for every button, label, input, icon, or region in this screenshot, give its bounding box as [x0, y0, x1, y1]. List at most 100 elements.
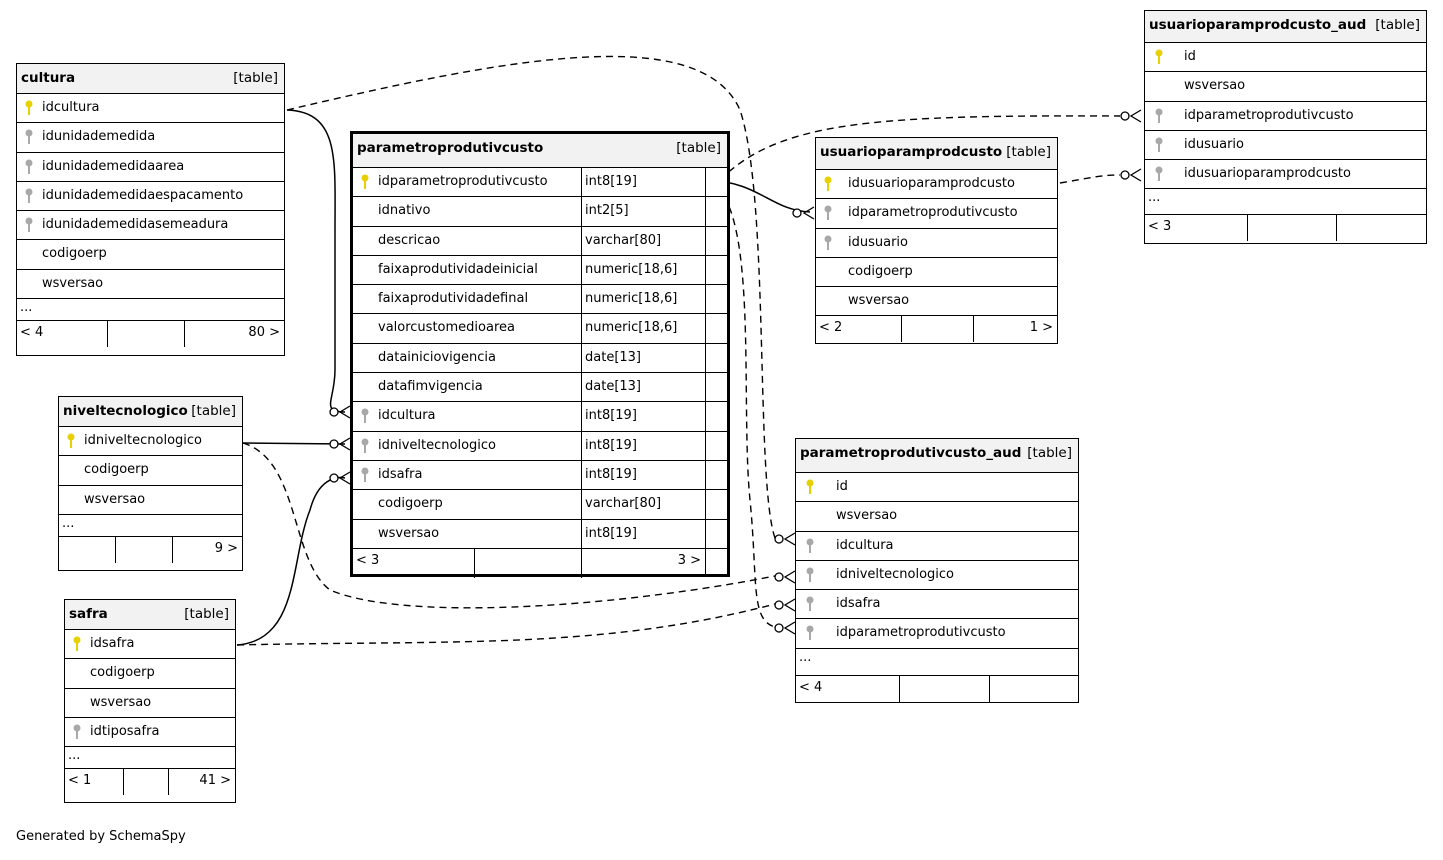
column-name: wsversao — [42, 275, 104, 291]
parent-count[interactable]: < 4 — [20, 325, 44, 341]
primary-key-icon — [806, 479, 814, 494]
column-row[interactable]: wsversao — [1145, 72, 1426, 102]
table-footer: < 2 1 > — [816, 316, 1057, 343]
column-row[interactable]: codigoerp — [59, 456, 242, 486]
column-row[interactable]: idsafra — [796, 590, 1078, 620]
crowfoot-marker — [1129, 109, 1142, 123]
column-row[interactable]: wsversao — [59, 486, 242, 515]
divider — [973, 316, 974, 343]
parent-count[interactable]: < 3 — [356, 552, 380, 568]
table-parametroprodutivcusto[interactable]: parametroprodutivcusto [table] idparamet… — [350, 131, 730, 578]
column-row[interactable]: wsversao — [816, 287, 1057, 317]
column-row[interactable]: wsversao — [17, 270, 284, 300]
column-row[interactable]: codigoerp — [65, 659, 235, 689]
column-row[interactable]: idcultura — [17, 94, 284, 124]
primary-key-icon — [73, 636, 81, 651]
optional-marker — [774, 600, 784, 610]
divider — [581, 197, 582, 226]
column-row[interactable]: idparametroprodutivcusto — [796, 619, 1078, 649]
table-type: [table] — [233, 70, 278, 86]
child-count[interactable]: 3 > — [677, 552, 701, 568]
more-columns[interactable]: ... — [65, 747, 235, 770]
column-row[interactable]: codigoerp — [17, 240, 284, 270]
column-name: idusuarioparamprodcusto — [848, 176, 1015, 191]
column-name: idnativo — [378, 203, 431, 219]
foreign-key-icon — [824, 235, 832, 250]
table-niveltecnologico[interactable]: niveltecnologico [table] idniveltecnolog… — [58, 396, 243, 571]
column-row[interactable]: idunidademedidaespacamento — [17, 182, 284, 212]
column-row[interactable]: idsafra — [65, 630, 235, 660]
column-row[interactable]: idniveltecnologico — [796, 561, 1078, 591]
parent-count[interactable]: < 3 — [1148, 219, 1172, 235]
column-row[interactable]: id — [796, 473, 1078, 503]
table-usuarioparamprodcusto-aud[interactable]: usuarioparamprodcusto_aud [table] id wsv… — [1144, 10, 1427, 244]
column-row[interactable]: idunidademedidaarea — [17, 153, 284, 182]
more-columns[interactable]: ... — [796, 649, 1078, 676]
column-row[interactable]: id — [1145, 43, 1426, 73]
more-columns[interactable]: ... — [1145, 189, 1426, 216]
table-safra[interactable]: safra [table] idsafra codigoerp wsversao… — [64, 599, 236, 803]
table-name: niveltecnologico — [63, 403, 188, 419]
column-row[interactable]: idparametroprodutivcusto — [816, 199, 1057, 229]
column-row[interactable]: idunidademedidasemeadura — [17, 211, 284, 241]
foreign-key-icon — [806, 596, 814, 612]
column-type: numeric[18,6] — [585, 291, 678, 307]
divider — [168, 769, 169, 796]
table-name: usuarioparamprodcusto_aud — [1149, 17, 1367, 33]
table-footer: < 3 3 > — [353, 548, 727, 578]
column-row[interactable]: idusuarioparamprodcusto — [1145, 160, 1426, 190]
child-count[interactable]: 1 > — [1029, 320, 1053, 336]
more-columns[interactable]: ... — [59, 515, 242, 537]
column-name: codigoerp — [848, 263, 913, 279]
column-row[interactable]: idniveltecnologico — [59, 427, 242, 457]
link-usuario-usuarioaud — [1059, 174, 1121, 184]
child-count[interactable]: 41 > — [199, 773, 231, 789]
parent-count[interactable]: < 2 — [819, 320, 843, 336]
column-name: codigoerp — [378, 496, 443, 512]
divider — [581, 402, 582, 431]
optional-marker — [774, 572, 784, 582]
column-row[interactable]: idusuario — [816, 229, 1057, 258]
column-name: idparametroprodutivcusto — [836, 625, 1006, 641]
column-row[interactable]: idparametroprodutivcusto — [1145, 102, 1426, 131]
more-columns[interactable]: ... — [17, 299, 284, 322]
column-row[interactable]: idusuario — [1145, 131, 1426, 161]
column-row[interactable]: wsversao — [796, 502, 1078, 532]
child-count[interactable]: 80 > — [248, 325, 280, 341]
table-type: [table] — [1027, 445, 1072, 461]
foreign-key-icon — [361, 438, 369, 453]
parent-count[interactable]: < 1 — [68, 773, 92, 789]
column-row[interactable]: wsversao — [65, 689, 235, 718]
column-row[interactable]: idcultura — [796, 532, 1078, 561]
column-row[interactable]: idusuarioparamprodcusto — [816, 170, 1057, 200]
foreign-key-icon — [1155, 108, 1163, 123]
parent-count[interactable]: < 4 — [799, 679, 823, 695]
column-type: int8[19] — [585, 408, 637, 424]
child-count[interactable]: 9 > — [214, 540, 238, 556]
table-usuarioparamprodcusto[interactable]: usuarioparamprodcusto [table] idusuariop… — [815, 137, 1058, 344]
table-parametroprodutivcusto-aud[interactable]: parametroprodutivcusto_aud [table] id ws… — [795, 438, 1079, 703]
divider — [172, 536, 173, 563]
table-cultura[interactable]: cultura [table] idcultura idunidademedid… — [16, 63, 285, 356]
column-name: wsversao — [836, 508, 898, 524]
column-row[interactable]: idunidademedida — [17, 123, 284, 153]
column-row[interactable]: codigoerp — [816, 258, 1057, 288]
table-header: usuarioparamprodcusto [table] — [816, 138, 1057, 170]
optional-marker — [792, 208, 802, 218]
column-name: idsafra — [378, 466, 423, 482]
column-name: idparametroprodutivcusto — [378, 174, 548, 189]
column-row[interactable]: idtiposafra — [65, 718, 235, 748]
